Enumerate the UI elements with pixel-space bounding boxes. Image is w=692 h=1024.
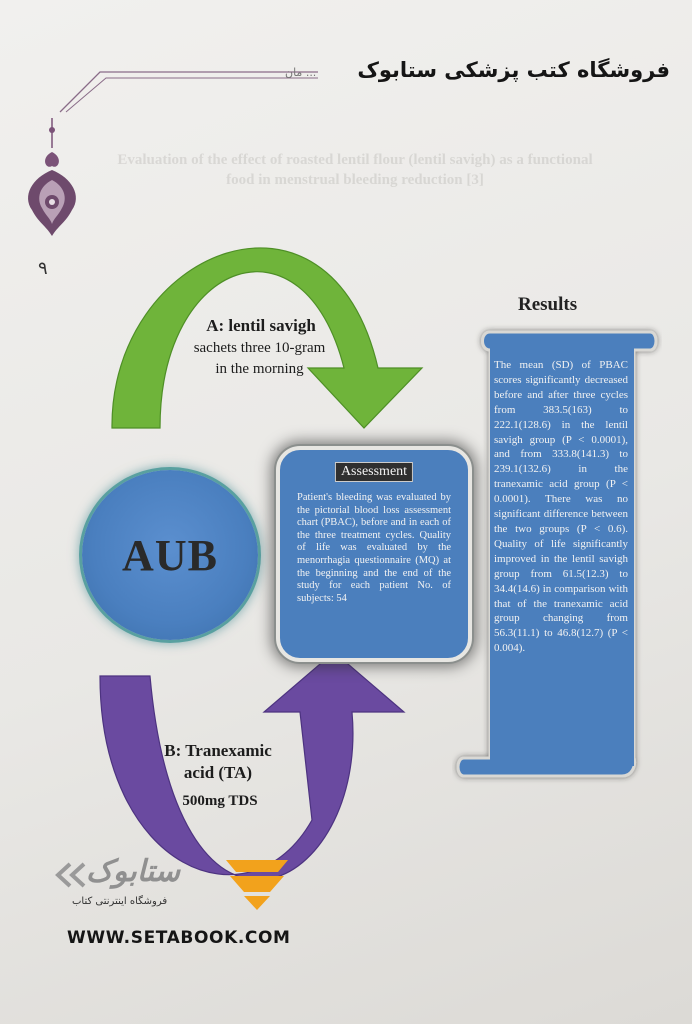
page-number: ۹ xyxy=(38,258,48,279)
site-tagline: فروشگاه اینترنتی کتاب xyxy=(72,896,168,907)
aub-circle: AUB xyxy=(82,470,258,640)
setabook-logo-icon xyxy=(226,860,288,910)
arm-b-title: B: Tranexamic acid (TA) xyxy=(164,741,272,782)
results-scroll xyxy=(456,330,658,778)
arm-a-text: sachets three 10-gram in the morning xyxy=(193,340,326,377)
assessment-title: Assessment xyxy=(334,462,414,482)
shop-title: فروشگاه کتب پزشکی ستابوک xyxy=(357,58,670,82)
results-heading: Results xyxy=(518,294,578,315)
ornament-lines xyxy=(59,71,318,113)
arm-a-title: A: lentil savigh xyxy=(206,316,316,335)
results-text: The mean (SD) of PBAC scores significant… xyxy=(494,359,628,655)
faint-title: Evaluation of the effect of roasted lent… xyxy=(117,152,593,188)
faint-header: ... مان xyxy=(285,66,317,79)
logo-text: ستابوک xyxy=(86,854,181,889)
assessment-text: Patient's bleeding was evaluated by the … xyxy=(297,492,451,604)
aub-label: AUB xyxy=(122,530,218,580)
chevrons-icon xyxy=(55,862,86,888)
arm-b-text: 500mg TDS xyxy=(182,793,258,809)
assessment-box: Assessment Patient's bleeding was evalua… xyxy=(276,446,472,662)
site-url: WWW.SETABOOK.COM xyxy=(67,928,291,948)
arabesque-ornament-icon xyxy=(28,118,76,236)
